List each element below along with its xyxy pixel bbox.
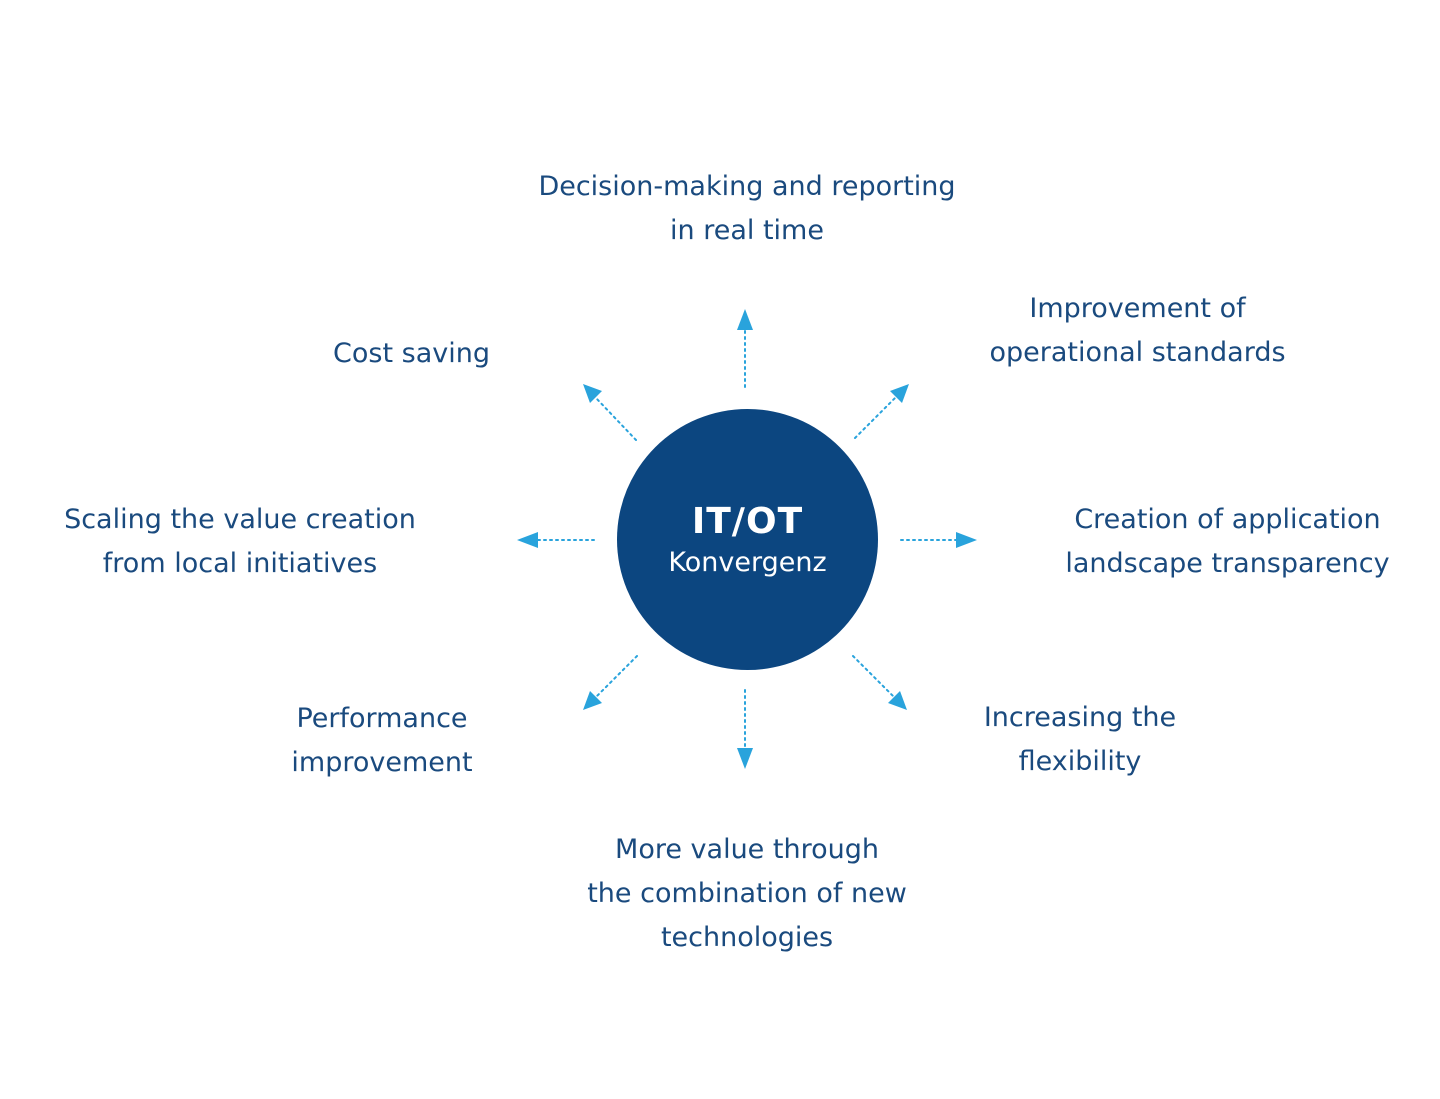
arrow-up-right bbox=[854, 384, 909, 439]
arrow-up-left bbox=[583, 384, 637, 441]
benefit-label-landscape-transparency: Creation of application landscape transp… bbox=[1065, 504, 1390, 579]
benefit-label-cost-saving: Cost saving bbox=[333, 338, 490, 369]
benefit-label-scaling-value: Scaling the value creation from local in… bbox=[64, 504, 416, 579]
hub-circle: IT/OT Konvergenz bbox=[617, 409, 878, 670]
arrow-down bbox=[737, 689, 753, 769]
benefit-label-flexibility: Increasing the flexibility bbox=[983, 702, 1177, 777]
arrow-left bbox=[517, 532, 595, 548]
benefit-label-realtime-decisions: Decision-making and reporting in real ti… bbox=[538, 171, 956, 246]
arrow-down-left bbox=[583, 655, 638, 710]
benefit-label-operational-standards: Improvement of operational standards bbox=[989, 293, 1286, 368]
benefit-label-new-technologies: More value through the combination of ne… bbox=[587, 834, 907, 953]
arrow-right bbox=[900, 532, 977, 548]
hub-title: IT/OT bbox=[691, 500, 804, 542]
arrow-up bbox=[737, 309, 753, 388]
hub-subtitle: Konvergenz bbox=[668, 546, 827, 578]
arrow-down-right bbox=[852, 655, 907, 710]
benefit-label-performance: Performance improvement bbox=[291, 703, 473, 778]
